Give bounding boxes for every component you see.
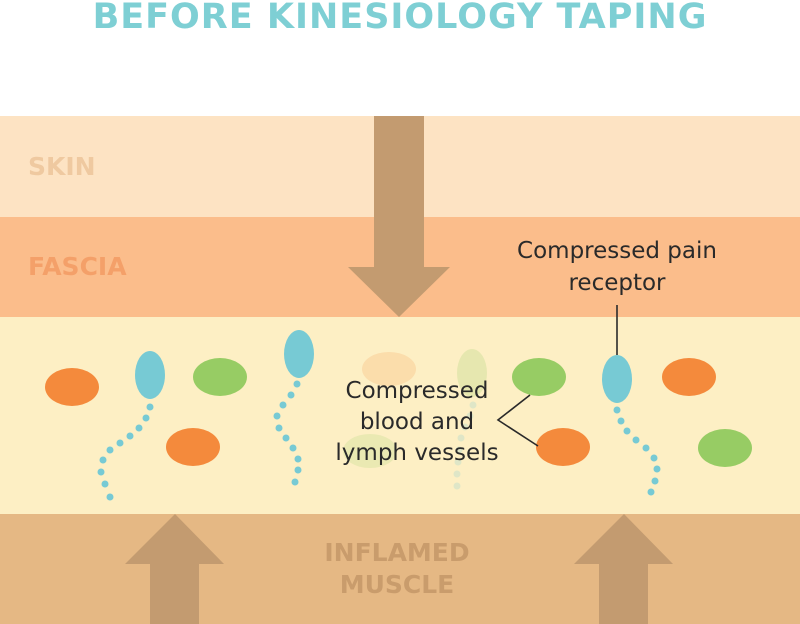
lymph-vessel <box>193 358 247 396</box>
skin-label: SKIN <box>28 152 96 181</box>
vessels-label-line1: Compressed <box>346 378 489 404</box>
up-arrow-left-icon <box>125 514 224 624</box>
down-arrow-icon <box>348 116 450 317</box>
pain-receptor-faded <box>453 349 487 490</box>
blood-vessel <box>45 368 99 406</box>
blood-vessel <box>166 428 220 466</box>
muscle-layer <box>0 514 800 624</box>
pain-receptor-compressed <box>602 355 661 496</box>
vessels-label-line2: blood and <box>360 409 474 435</box>
pain-receptor-label-line1: Compressed pain <box>517 238 717 264</box>
vessels-label-line3: lymph vessels <box>335 440 498 466</box>
muscle-label-line2: MUSCLE <box>340 570 455 599</box>
blood-vessel <box>662 358 716 396</box>
vessels-leader-line <box>496 394 539 447</box>
blood-vessel-faded <box>362 352 416 386</box>
lymph-vessel <box>698 429 752 467</box>
pain-receptor <box>97 351 165 501</box>
diagram-title: BEFORE KINESIOLOGY TAPING <box>93 0 708 37</box>
fascia-label: FASCIA <box>28 252 127 281</box>
up-arrow-right-icon <box>574 514 673 624</box>
lymph-vessel <box>512 358 566 396</box>
blood-vessel <box>536 428 590 466</box>
pain-receptor <box>273 330 314 486</box>
tissue-layer <box>0 317 800 514</box>
muscle-label-line1: INFLAMED <box>324 538 469 567</box>
pain-receptor-label-line2: receptor <box>568 270 666 296</box>
lymph-vessel-faded <box>343 434 397 468</box>
